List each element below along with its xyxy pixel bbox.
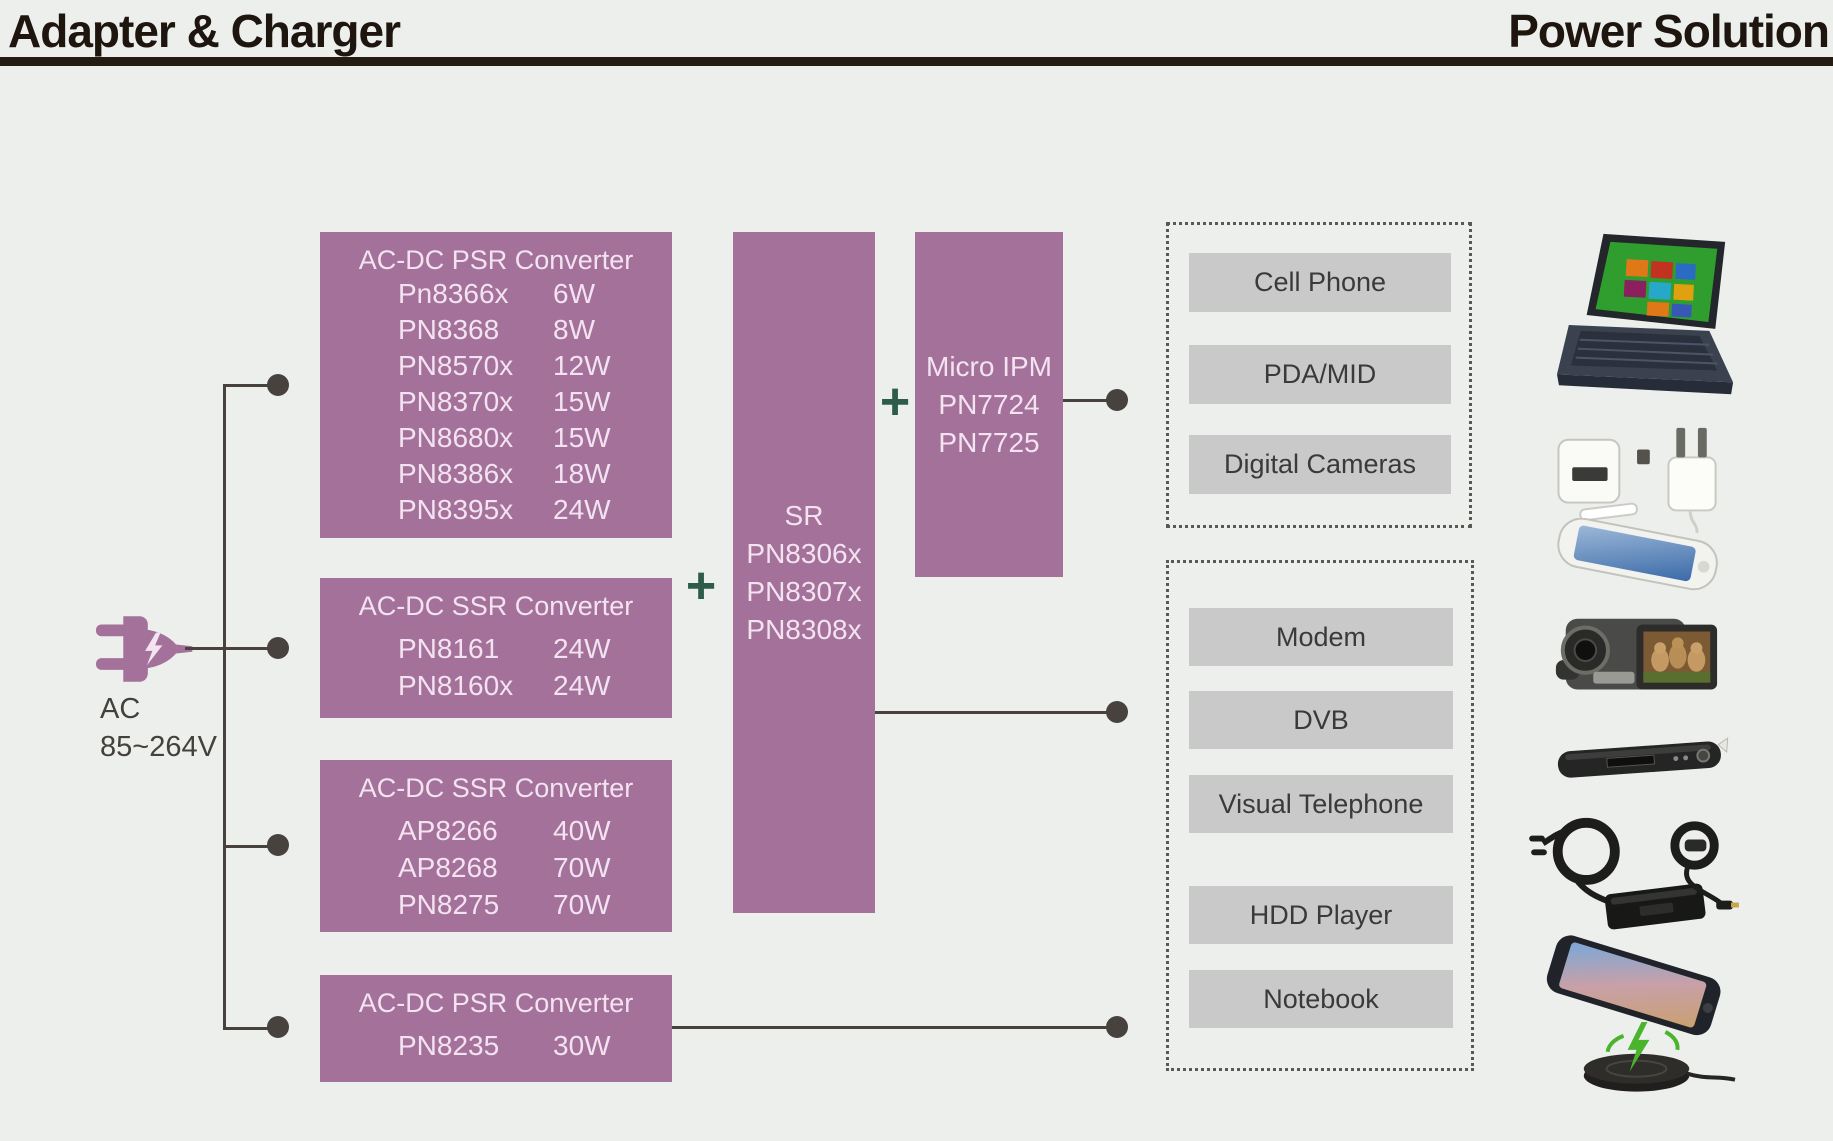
wireless-charging-phone-image [1546, 935, 1736, 1092]
camcorder-image [1555, 618, 1718, 690]
connector-stub-box4 [223, 1027, 269, 1030]
micro-ipm-part: PN7725 [938, 426, 1040, 458]
micro-ipm-part: PN7724 [938, 388, 1040, 420]
application-bar: HDD Player [1189, 886, 1453, 944]
connector-stub-box3 [223, 845, 269, 848]
application-bar: Modem [1189, 608, 1453, 666]
micro-ipm-box: Micro IPM PN7724 PN7725 [915, 232, 1063, 577]
sr-part: PN8306x [746, 537, 862, 569]
sr-part: PN8307x [746, 575, 862, 607]
notebook-laptop-image [1556, 233, 1734, 395]
connector-dot-box4-out [1106, 1016, 1128, 1038]
sr-box: SR PN8306x PN8307x PN8308x [733, 232, 875, 913]
micro-ipm-title: Micro IPM [926, 350, 1052, 382]
application-bar: PDA/MID [1189, 345, 1451, 404]
connector-dot-box3 [267, 834, 289, 856]
connector-dot-box2 [267, 637, 289, 659]
connector-dot-sr-out [1106, 701, 1128, 723]
application-bar: Notebook [1189, 970, 1453, 1028]
ac-label-line2: 85~264V [100, 731, 217, 763]
smartphone-image [1557, 518, 1718, 591]
converter-box-title: AC-DC PSR Converter [358, 245, 634, 275]
connector-bus-vertical [223, 384, 226, 1028]
connector-dot-ipm-out [1106, 389, 1128, 411]
usb-wall-chargers-image [1557, 427, 1717, 534]
converter-box-title: AC-DC SSR Converter [358, 591, 634, 621]
connector-box4-out [672, 1026, 1107, 1029]
connector-dot-box1 [267, 374, 289, 396]
connector-stub-box1 [223, 384, 269, 387]
sr-box-title: SR [784, 499, 824, 531]
connector-plug-line [185, 647, 269, 650]
connector-ipm-out [1063, 399, 1107, 402]
hdd-media-player-image [1557, 737, 1729, 778]
plus-sign-column1-sr: + [685, 557, 717, 615]
converter-box-title: AC-DC SSR Converter [358, 773, 634, 803]
application-group-portable: Cell Phone PDA/MID Digital Cameras [1166, 222, 1472, 528]
header-rule [0, 57, 1833, 66]
connector-sr-out [875, 711, 1107, 714]
page-title: Adapter & Charger [8, 5, 401, 57]
application-bar: Digital Cameras [1189, 435, 1451, 494]
power-plug-icon [96, 616, 193, 682]
application-group-home: Modem DVB Visual Telephone HDD Player No… [1166, 560, 1474, 1071]
ac-input-label: AC 85~264V [100, 690, 217, 766]
page-subtitle: Power Solution [1508, 5, 1830, 57]
ac-label-line1: AC [100, 693, 141, 725]
notebook-power-adapter-image [1529, 817, 1739, 930]
sr-part: PN8308x [746, 613, 862, 645]
application-bar: DVB [1189, 691, 1453, 749]
application-bar: Cell Phone [1189, 253, 1451, 312]
connector-dot-box4 [267, 1016, 289, 1038]
plus-sign-sr-ipm: + [879, 373, 911, 431]
application-bar: Visual Telephone [1189, 775, 1453, 833]
converter-box-title: AC-DC PSR Converter [358, 988, 634, 1018]
